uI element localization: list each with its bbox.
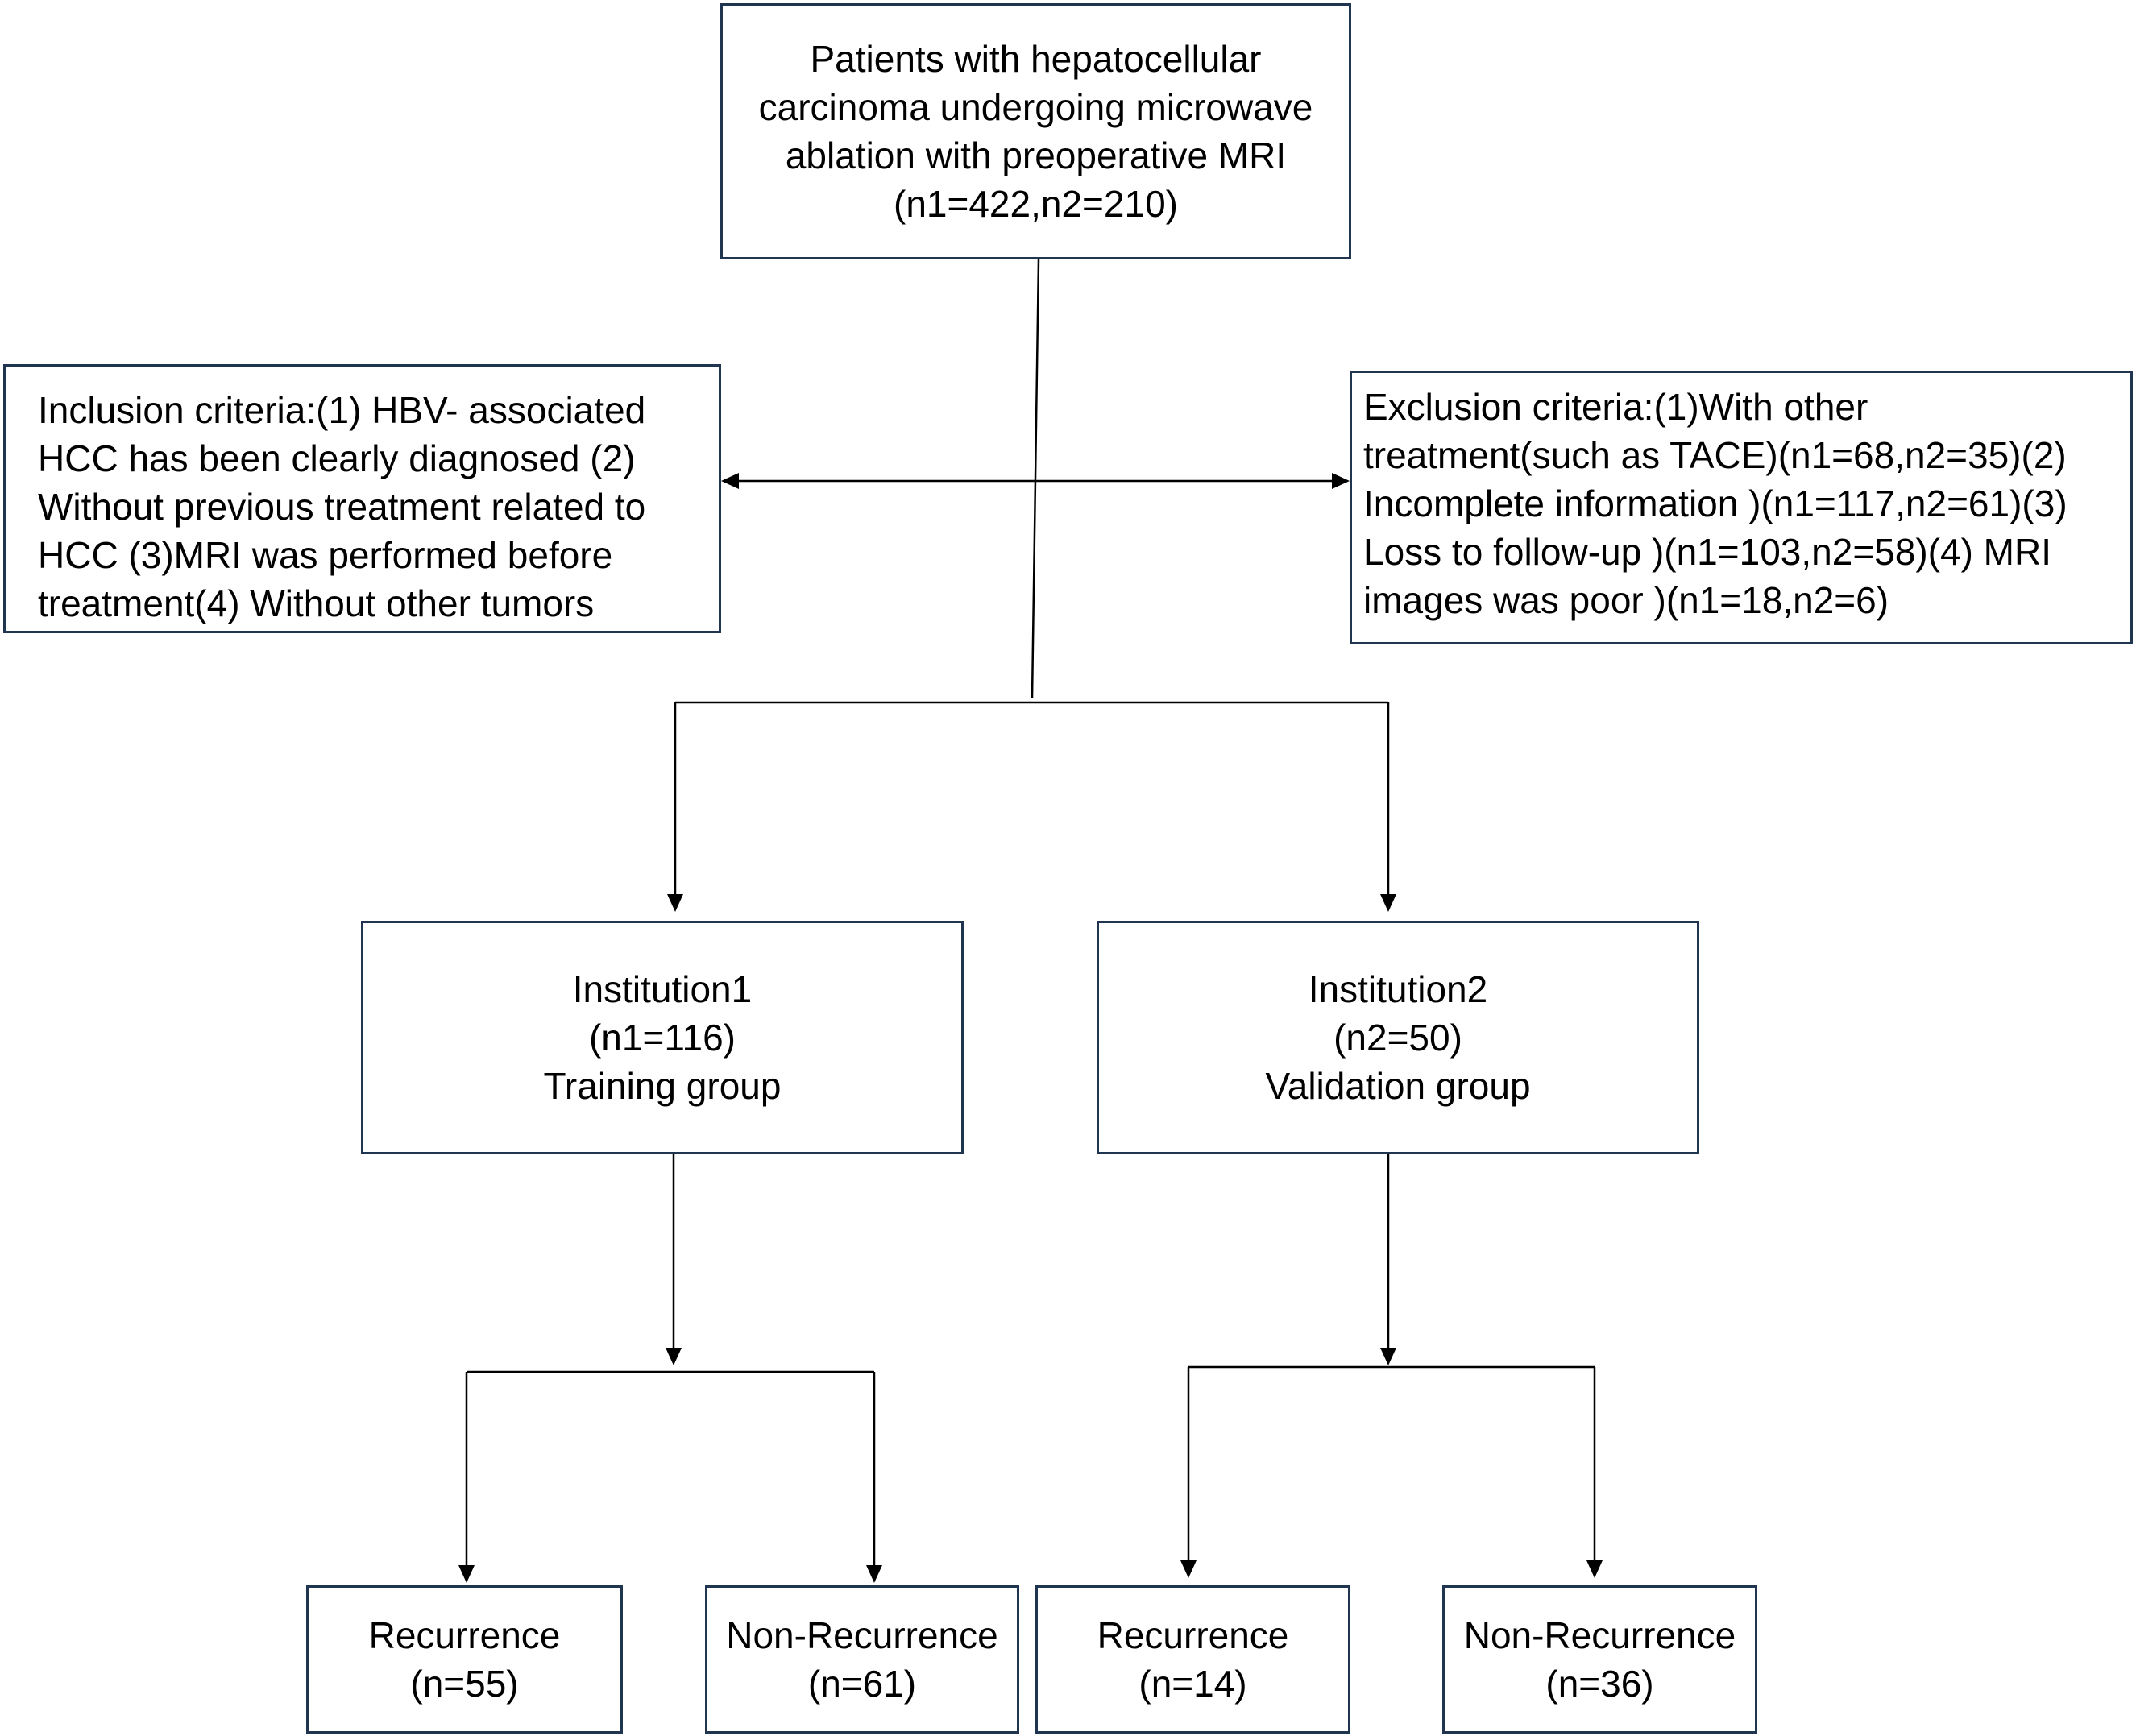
institution1-box: Institution1 (n1=116) Training group [361,921,964,1154]
exclusion-line-4: Loss to follow-up )(n1=103,n2=58)(4) MRI [1363,531,2051,573]
arrowhead-institution2-down [1380,1348,1396,1365]
recurrence2-count: (n=14) [1139,1663,1247,1705]
arrowhead-nonrecurrence2 [1586,1560,1603,1578]
start-line-1: Patients with hepatocellular [810,38,1262,80]
institution2-group: Validation group [1265,1065,1531,1107]
nonrecurrence2-label: Non-Recurrence [1463,1614,1736,1656]
institution1-name: Institution1 [572,968,753,1010]
nonrecurrence2-count: (n=36) [1545,1663,1654,1705]
arrowhead-exclusion [1332,473,1350,489]
arrowhead-recurrence2 [1180,1560,1197,1578]
start-line-2: carcinoma undergoing microwave [758,86,1313,128]
exclusion-criteria-box: Exclusion criteria:(1)With other treatme… [1350,371,2133,644]
start-box: Patients with hepatocellular carcinoma u… [720,3,1351,259]
inclusion-line-4: HCC (3)MRI was performed before [38,534,613,576]
arrowhead-nonrecurrence1 [866,1565,882,1583]
start-line-4: (n1=422,n2=210) [894,183,1178,225]
arrowhead-institution2 [1380,894,1396,912]
inclusion-line-5: treatment(4) Without other tumors [38,582,595,624]
trunk-line [1031,259,1040,698]
start-line-3: ablation with preoperative MRI [785,135,1287,176]
institution2-count: (n2=50) [1333,1017,1462,1059]
inclusion-criteria-box: Inclusion criteria:(1) HBV- associated H… [3,364,721,633]
nonrecurrence1-box: Non-Recurrence (n=61) [705,1585,1019,1734]
exclusion-line-2: treatment(such as TACE)(n1=68,n2=35)(2) [1363,434,2067,476]
exclusion-line-5: images was poor )(n1=18,n2=6) [1363,579,1889,621]
inclusion-line-2: HCC has been clearly diagnosed (2) [38,437,636,479]
nonrecurrence2-box: Non-Recurrence (n=36) [1442,1585,1757,1734]
exclusion-line-1: Exclusion criteria:(1)With other [1363,386,1868,428]
recurrence2-label: Recurrence [1097,1614,1289,1656]
nonrecurrence1-label: Non-Recurrence [726,1614,998,1656]
exclusion-line-3: Incomplete information )(n1=117,n2=61)(3… [1363,483,2068,524]
recurrence1-count: (n=55) [410,1663,519,1705]
arrowhead-institution1-down [666,1348,682,1365]
arrowhead-recurrence1 [458,1565,475,1583]
inclusion-line-3: Without previous treatment related to [38,486,646,528]
inclusion-line-1: Inclusion criteria:(1) HBV- associated [38,389,646,431]
recurrence2-box: Recurrence (n=14) [1035,1585,1350,1734]
arrowhead-inclusion [721,473,739,489]
nonrecurrence1-count: (n=61) [807,1663,917,1705]
recurrence1-label: Recurrence [368,1614,561,1656]
institution1-count: (n1=116) [588,1017,736,1059]
institution1-group: Training group [543,1065,782,1107]
institution2-box: Institution2 (n2=50) Validation group [1097,921,1699,1154]
arrowhead-institution1 [667,894,683,912]
institution2-name: Institution2 [1308,968,1488,1010]
recurrence1-box: Recurrence (n=55) [306,1585,623,1734]
